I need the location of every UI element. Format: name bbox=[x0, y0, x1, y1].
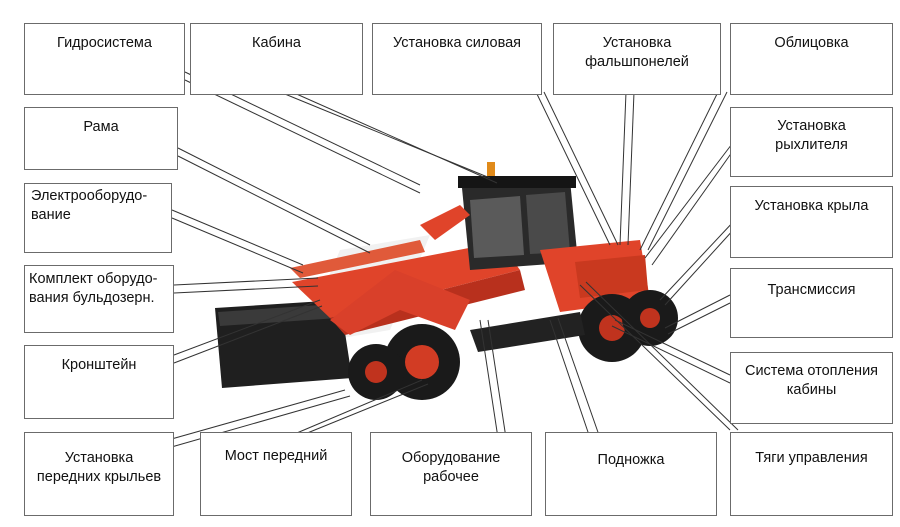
label-transmissiya: Трансмиссия bbox=[730, 268, 893, 338]
label-podnozhka: Подножка bbox=[545, 432, 717, 516]
label-kabina-text: Кабина bbox=[252, 35, 301, 51]
label-gidrosistema-text: Гидросистема bbox=[57, 35, 152, 51]
label-buldozer: Комплект оборудо-вания бульдозерн. bbox=[24, 265, 174, 333]
label-falshponeli: Установка фальшпонелей bbox=[553, 23, 721, 95]
label-tyagi-text: Тяги управления bbox=[755, 450, 868, 466]
label-perednie-krylya: Установка передних крыльев bbox=[24, 432, 174, 516]
label-gidrosistema: Гидросистема bbox=[24, 23, 185, 95]
label-rama-text: Рама bbox=[83, 119, 119, 135]
label-ryhlitel: Установка рыхлителя bbox=[730, 107, 893, 177]
label-rabochee: Оборудование рабочее bbox=[370, 432, 532, 516]
label-elektro-text: Электрооборудо-вание bbox=[31, 188, 148, 223]
label-otoplenie: Система отопления кабины bbox=[730, 352, 893, 424]
label-oblitsovka-text: Облицовка bbox=[774, 35, 849, 51]
label-otoplenie-text: Система отопления кабины bbox=[744, 363, 879, 398]
label-most: Мост передний bbox=[200, 432, 352, 516]
label-falshponeli-text: Установка фальшпонелей bbox=[585, 35, 689, 70]
label-transmissiya-text: Трансмиссия bbox=[767, 282, 856, 298]
label-kabina: Кабина bbox=[190, 23, 363, 95]
label-most-text: Мост передний bbox=[224, 448, 328, 464]
label-ustanovka-silovaya: Установка силовая bbox=[372, 23, 542, 95]
label-tyagi: Тяги управления bbox=[730, 432, 893, 516]
label-ustanovka-silovaya-text: Установка силовая bbox=[392, 35, 522, 51]
label-perednie-krylya-text: Установка передних крыльев bbox=[36, 450, 162, 485]
label-rama: Рама bbox=[24, 107, 178, 170]
label-kronshtein: Кронштейн bbox=[24, 345, 174, 419]
label-krylo-text: Установка крыла bbox=[754, 198, 869, 214]
label-krylo: Установка крыла bbox=[730, 186, 893, 258]
label-oblitsovka: Облицовка bbox=[730, 23, 893, 95]
label-buldozer-text: Комплект оборудо-вания бульдозерн. bbox=[29, 271, 158, 306]
label-elektro: Электрооборудо-вание bbox=[24, 183, 172, 253]
label-ryhlitel-text: Установка рыхлителя bbox=[775, 118, 848, 153]
label-kronshtein-text: Кронштейн bbox=[61, 357, 137, 373]
label-podnozhka-text: Подножка bbox=[597, 452, 665, 468]
label-rabochee-text: Оборудование рабочее bbox=[401, 450, 501, 485]
